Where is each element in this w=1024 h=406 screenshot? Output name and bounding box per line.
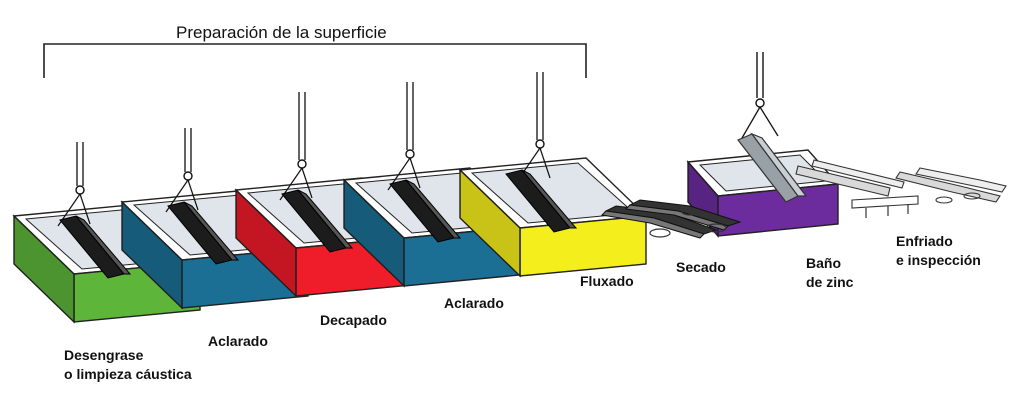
tank-side-shade xyxy=(14,216,74,322)
stage-label-line: o limpieza cáustica xyxy=(64,366,192,382)
cooling-beam xyxy=(795,159,905,197)
hoist-sling xyxy=(409,157,421,189)
stage-label-enfriado: Enfriado e inspección xyxy=(896,233,981,268)
drying-support xyxy=(649,208,727,238)
stage-label-line: Baño xyxy=(806,255,841,271)
tank-side xyxy=(459,168,521,278)
stage-label-secado: Secado xyxy=(676,259,726,275)
zinc-beam xyxy=(737,132,808,203)
hoist-sling xyxy=(79,193,91,225)
tank-side xyxy=(121,200,183,310)
hoist-sling xyxy=(301,167,313,199)
hoist-hook xyxy=(75,185,85,195)
tank-side xyxy=(235,188,297,298)
steel-beam-flange xyxy=(405,179,462,239)
tank-side-shade xyxy=(344,180,404,286)
steel-beam-flange xyxy=(75,215,132,275)
tank-side-shade xyxy=(236,190,296,296)
cooling-stand xyxy=(851,195,919,218)
tanks-group xyxy=(12,72,840,324)
stage-label-decapado: Decapado xyxy=(320,312,387,328)
zinc-hoist xyxy=(737,52,808,203)
tank-fluxado xyxy=(458,72,648,278)
inspection-beam xyxy=(895,167,1007,204)
steel-beam-flange xyxy=(183,201,240,261)
stage-label-fluxado: Fluxado xyxy=(580,273,634,289)
tank-side xyxy=(343,178,405,288)
stage-label-line: Enfriado xyxy=(896,233,953,249)
stage-labels: Desengrase o limpieza cáustica Aclarado … xyxy=(64,233,981,382)
stage-label-line: Aclarado xyxy=(444,295,504,311)
hoist-sling xyxy=(187,179,199,211)
stage-label-line: Decapado xyxy=(320,312,387,328)
tank-side-shade xyxy=(122,202,182,308)
drying-beam xyxy=(624,199,742,231)
stage-label-line: Desengrase xyxy=(64,347,144,363)
steel-beam-flange xyxy=(297,189,354,249)
cooling-area xyxy=(795,159,1007,218)
tank-side-shade xyxy=(460,170,520,276)
bracket-label: Preparación de la superficie xyxy=(176,23,387,42)
hoist-hook xyxy=(297,159,307,169)
stage-label-aclarado-1: Aclarado xyxy=(208,333,268,349)
hoist-hook xyxy=(183,171,193,181)
stage-label-aclarado-2: Aclarado xyxy=(444,295,504,311)
drying-area xyxy=(600,199,742,239)
surface-preparation-bracket xyxy=(43,43,587,78)
stage-label-line: Fluxado xyxy=(580,273,634,289)
hoist-sling xyxy=(539,147,551,179)
steel-beam-flange xyxy=(521,169,578,229)
stage-label-bano-zinc: Baño de zinc xyxy=(806,255,854,290)
hoist-hook xyxy=(405,149,415,159)
stage-label-line: e inspección xyxy=(896,252,981,268)
stage-label-desengrase: Desengrase o limpieza cáustica xyxy=(64,347,192,382)
hoist-hook xyxy=(535,139,545,149)
stage-label-line: Secado xyxy=(676,259,726,275)
stage-label-line: de zinc xyxy=(806,274,854,290)
tank-side xyxy=(13,214,75,324)
stage-label-line: Aclarado xyxy=(208,333,268,349)
